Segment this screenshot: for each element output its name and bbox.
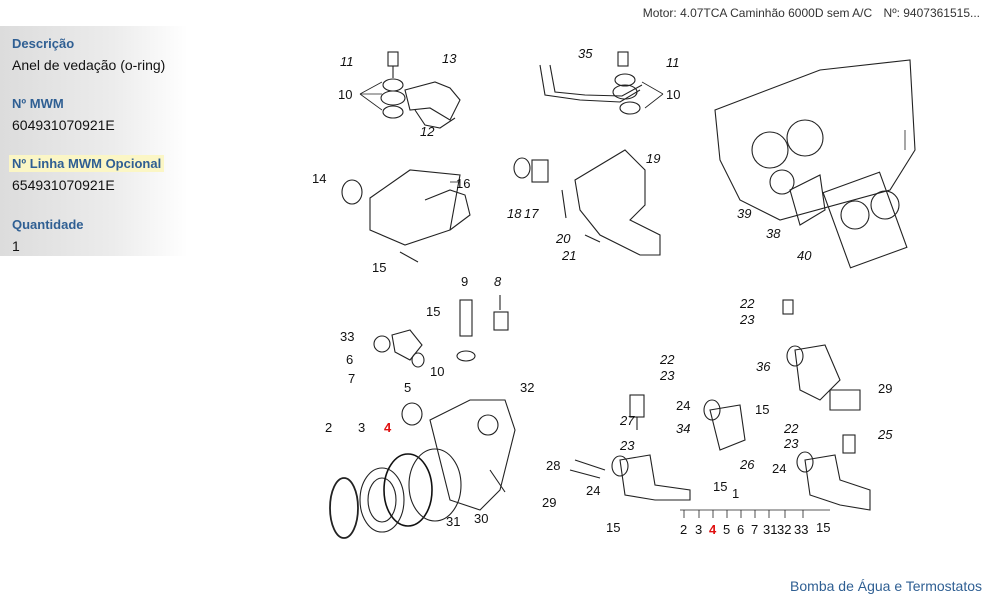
callout[interactable]: 22 xyxy=(783,421,799,436)
header-info: Motor: 4.07TCA Caminhão 6000D sem A/C Nº… xyxy=(643,6,980,20)
quantidade-value: 1 xyxy=(12,238,20,254)
callout[interactable]: 29 xyxy=(542,495,556,510)
descricao-label: Descrição xyxy=(12,36,75,51)
thermostat-housing xyxy=(714,59,916,269)
callout[interactable]: 26 xyxy=(739,457,755,472)
number-text: Nº: 9407361515... xyxy=(883,6,980,20)
descricao-value: Anel de vedação (o-ring) xyxy=(12,57,166,73)
category-link[interactable]: Bomba de Água e Termostatos xyxy=(790,578,982,594)
mwm-value: 604931070921E xyxy=(12,117,115,133)
bracket-assembly xyxy=(513,149,661,256)
group-item[interactable]: 5 xyxy=(723,522,730,537)
callout[interactable]: 15 xyxy=(372,260,386,275)
group-item[interactable]: 32 xyxy=(777,522,791,537)
callout-labels: 11 13 10 12 35 11 10 14 16 18 17 19 20 2… xyxy=(312,46,893,535)
callout[interactable]: 17 xyxy=(524,206,539,221)
callout[interactable]: 34 xyxy=(676,421,690,436)
banjo-fitting-group xyxy=(359,51,461,129)
callout[interactable]: 10 xyxy=(338,87,352,102)
group-item[interactable]: 7 xyxy=(751,522,758,537)
mwm-label: Nº MWM xyxy=(12,96,64,111)
group-item[interactable]: 2 xyxy=(680,522,687,537)
callout[interactable]: 10 xyxy=(430,364,444,379)
callout[interactable]: 23 xyxy=(739,312,755,327)
callout[interactable]: 15 xyxy=(606,520,620,535)
group-1-bracket xyxy=(680,509,830,518)
motor-text: Motor: 4.07TCA Caminhão 6000D sem A/C xyxy=(642,6,873,20)
group-item[interactable]: 33 xyxy=(794,522,808,537)
coolant-tube xyxy=(539,51,664,115)
callout[interactable]: 27 xyxy=(619,413,635,428)
exploded-parts-diagram: 11 13 10 12 35 11 10 14 16 18 17 19 20 2… xyxy=(312,46,916,539)
callout-group-1[interactable]: 1 xyxy=(732,486,739,501)
callout[interactable]: 29 xyxy=(878,381,892,396)
callout[interactable]: 22 xyxy=(739,296,755,311)
group-item[interactable]: 31 xyxy=(763,522,777,537)
callout[interactable]: 12 xyxy=(420,124,435,139)
callout[interactable]: 40 xyxy=(797,248,812,263)
water-outlet-flange xyxy=(341,169,471,263)
part-info-panel: Descrição Anel de vedação (o-ring) Nº MW… xyxy=(0,26,188,256)
callout[interactable]: 18 xyxy=(507,206,522,221)
callout[interactable]: 35 xyxy=(578,46,593,61)
callout[interactable]: 6 xyxy=(346,352,353,367)
callout[interactable]: 15 xyxy=(755,402,769,417)
callout[interactable]: 13 xyxy=(442,51,457,66)
callout[interactable]: 19 xyxy=(646,151,660,166)
callout[interactable]: 31 xyxy=(446,514,460,529)
callout[interactable]: 16 xyxy=(456,176,470,191)
callout[interactable]: 11 xyxy=(340,54,354,69)
callout[interactable]: 8 xyxy=(494,274,502,289)
callout[interactable]: 2 xyxy=(325,420,332,435)
quantidade-label: Quantidade xyxy=(12,217,84,232)
callout[interactable]: 3 xyxy=(358,420,365,435)
callout[interactable]: 32 xyxy=(520,380,534,395)
linha-value: 654931070921E xyxy=(12,177,115,193)
callout[interactable]: 24 xyxy=(586,483,600,498)
thermostat-fittings-group xyxy=(569,299,871,511)
callout-highlighted[interactable]: 4 xyxy=(384,420,392,435)
callout[interactable]: 25 xyxy=(877,427,893,442)
callout[interactable]: 28 xyxy=(546,458,560,473)
callout[interactable]: 23 xyxy=(619,438,635,453)
callout[interactable]: 22 xyxy=(659,352,675,367)
callout[interactable]: 14 xyxy=(312,171,326,186)
callout[interactable]: 38 xyxy=(766,226,781,241)
callout[interactable]: 24 xyxy=(676,398,690,413)
callout[interactable]: 15 xyxy=(816,520,830,535)
callout[interactable]: 15 xyxy=(713,479,727,494)
callout[interactable]: 24 xyxy=(772,461,786,476)
callout[interactable]: 10 xyxy=(666,87,680,102)
callout[interactable]: 36 xyxy=(756,359,771,374)
callout[interactable]: 30 xyxy=(474,511,488,526)
callout[interactable]: 23 xyxy=(659,368,675,383)
callout[interactable]: 33 xyxy=(340,329,354,344)
linha-label-text: Nº Linha MWM Opcional xyxy=(9,155,165,172)
callout[interactable]: 9 xyxy=(461,274,468,289)
callout[interactable]: 7 xyxy=(348,371,355,386)
group-1-list: 2 3 4 5 6 7 31 32 33 xyxy=(680,522,808,537)
group-item[interactable]: 3 xyxy=(695,522,702,537)
callout[interactable]: 5 xyxy=(404,380,411,395)
callout[interactable]: 23 xyxy=(783,436,799,451)
water-pump-assembly xyxy=(329,295,516,539)
callout[interactable]: 15 xyxy=(426,304,440,319)
group-item[interactable]: 6 xyxy=(737,522,744,537)
callout[interactable]: 21 xyxy=(561,248,576,263)
group-item-highlighted[interactable]: 4 xyxy=(709,522,717,537)
callout[interactable]: 20 xyxy=(555,231,571,246)
callout[interactable]: 11 xyxy=(666,55,680,70)
callout[interactable]: 39 xyxy=(737,206,751,221)
linha-label: Nº Linha MWM Opcional xyxy=(9,155,165,172)
